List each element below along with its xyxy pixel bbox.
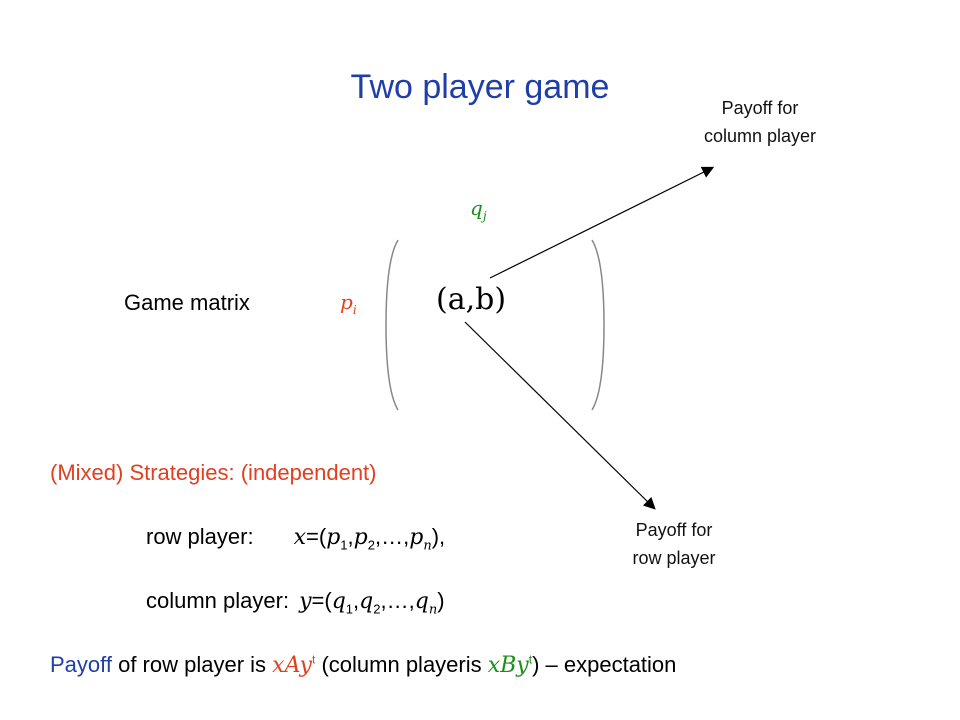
arrow-to-column-payoff — [489, 166, 715, 279]
col-term-ellipsis: ,…, — [380, 588, 415, 613]
column-payoff-line-2: column player — [703, 126, 817, 146]
column-payoff-note: Payoff for column player — [680, 94, 840, 150]
column-payoff-line-1: Payoff for — [721, 98, 799, 118]
payoff-expr-col-sup: t — [528, 652, 533, 667]
row-index-pi: pi — [340, 290, 357, 317]
col-expr-prefix: =( — [311, 588, 332, 613]
col-term-qn: q — [414, 589, 429, 614]
col-term-q2: q — [359, 589, 374, 614]
col-term-sub2: 2 — [373, 601, 381, 617]
column-player-label: column player: — [146, 588, 290, 613]
game-matrix-label: Game matrix — [124, 290, 250, 315]
payoff-expr-row: xAy — [272, 653, 312, 678]
row-term-comma1: , — [347, 524, 354, 549]
matrix-left-bracket — [385, 239, 399, 411]
column-index-subscript: j — [482, 209, 487, 223]
row-expr-prefix: =( — [306, 524, 327, 549]
row-player-label: row player: — [146, 524, 254, 549]
payoff-text-1: of row player is — [111, 652, 273, 677]
payoff-word: Payoff — [50, 652, 112, 677]
row-payoff-note: Payoff for row player — [594, 516, 754, 572]
payoff-text-2: (column playeris — [315, 652, 488, 677]
page-title: Two player game — [350, 68, 610, 106]
matrix-right-bracket — [591, 239, 605, 411]
row-term-sub2: 2 — [367, 537, 375, 553]
row-term-sub1: 1 — [340, 537, 348, 553]
row-var: x — [293, 525, 307, 550]
payoff-statement: Payoff of row player is xAyt (column pla… — [50, 652, 676, 678]
row-term-p2: p — [353, 525, 368, 550]
matrix-entry: (a,b) — [436, 282, 506, 317]
col-term-sub1: 1 — [345, 601, 354, 617]
row-index-subscript: i — [352, 303, 357, 317]
row-index-symbol: p — [340, 290, 353, 314]
row-term-subn: n — [423, 538, 432, 554]
row-player-strategy: row player:x=(p1,p2,…,pn), — [146, 524, 445, 553]
strategies-heading: (Mixed) Strategies: (independent) — [50, 460, 377, 485]
arrow-to-row-payoff — [464, 321, 656, 510]
col-term-q1: q — [331, 589, 346, 614]
row-term-ellipsis: ,…, — [374, 524, 410, 549]
payoff-text-3: ) – expectation — [532, 652, 677, 677]
row-term-close: ), — [431, 524, 446, 549]
row-term-p1: p — [326, 525, 341, 550]
col-term-comma1: , — [353, 588, 360, 613]
col-term-subn: n — [428, 602, 438, 618]
matrix-entry-text: (a,b) — [436, 282, 507, 317]
row-payoff-line-1: Payoff for — [635, 520, 713, 540]
col-var: y — [299, 589, 312, 614]
col-term-close: ) — [437, 588, 445, 613]
row-term-pn: p — [409, 525, 424, 550]
column-player-strategy: column player:y=(q1,q2,…,qn) — [146, 588, 445, 617]
payoff-expr-col: xBy — [487, 653, 529, 678]
column-index-symbol: q — [470, 196, 483, 220]
row-payoff-line-2: row player — [632, 548, 716, 568]
payoff-expr-row-sup: t — [312, 652, 316, 667]
column-index-qj: qj — [470, 196, 487, 223]
